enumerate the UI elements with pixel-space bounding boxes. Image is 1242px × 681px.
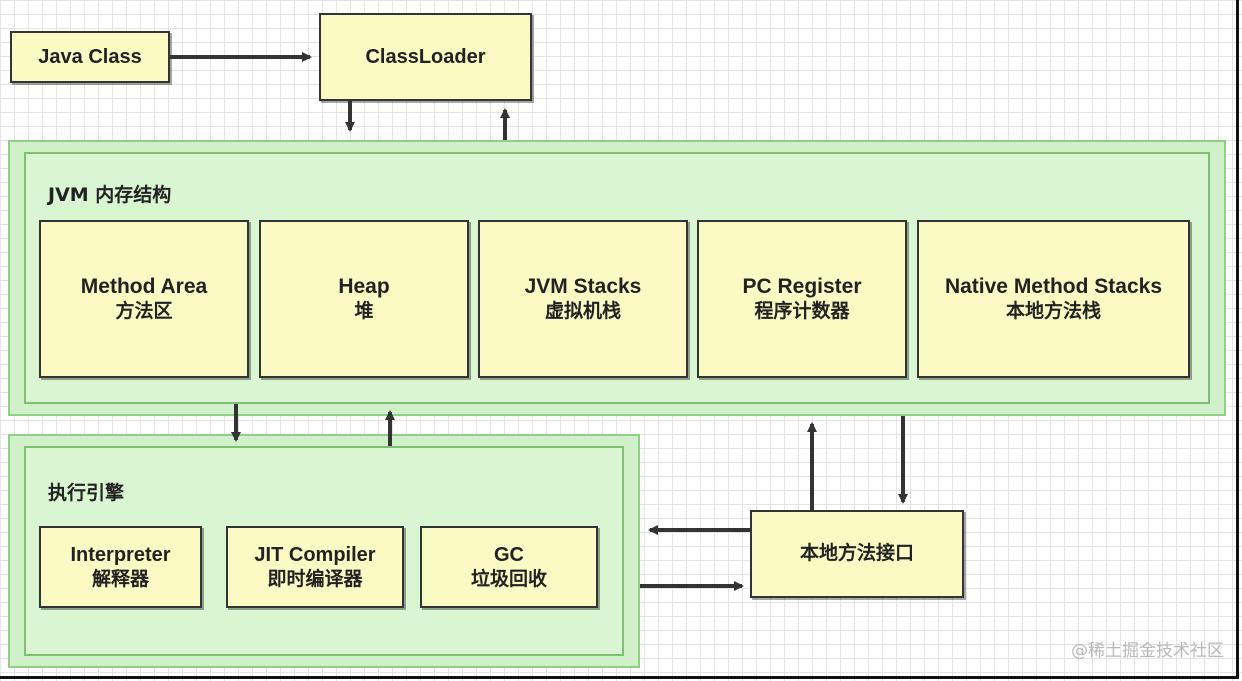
watermark: @稀土掘金技术社区 [1071, 641, 1224, 661]
interpreter-zh: 解释器 [91, 567, 149, 590]
gc-zh: 垃圾回收 [470, 567, 547, 590]
heap-box: Heap 堆 [259, 220, 469, 378]
interpreter-label: Interpreter [70, 543, 171, 566]
method-area-box: Method Area 方法区 [39, 220, 249, 378]
java-class-box: Java Class [10, 31, 170, 83]
classloader-box: ClassLoader [319, 13, 532, 101]
gc-label: GC [494, 543, 524, 566]
jvm-stacks-zh: 虚拟机栈 [544, 300, 621, 323]
native-interface-label: 本地方法接口 [799, 542, 914, 565]
jvm-stacks-label: JVM Stacks [524, 275, 642, 298]
jvm-memory-title: JVM 内存结构 [48, 184, 172, 206]
method-area-label: Method Area [80, 275, 208, 298]
execution-engine-title: 执行引擎 [48, 482, 125, 504]
heap-label: Heap [338, 275, 390, 298]
native-method-stacks-box: Native Method Stacks 本地方法栈 [917, 220, 1190, 378]
pc-register-label: PC Register [742, 275, 862, 298]
native-method-stacks-zh: 本地方法栈 [1005, 300, 1101, 323]
java-class-label: Java Class [38, 45, 142, 68]
native-interface-box: 本地方法接口 [750, 510, 964, 598]
classloader-label: ClassLoader [365, 45, 486, 68]
native-method-stacks-label: Native Method Stacks [944, 275, 1163, 298]
jit-compiler-zh: 即时编译器 [267, 567, 363, 590]
jit-compiler-label: JIT Compiler [254, 543, 376, 566]
jvm-stacks-box: JVM Stacks 虚拟机栈 [478, 220, 688, 378]
method-area-zh: 方法区 [115, 300, 173, 323]
heap-zh: 堆 [354, 300, 374, 323]
pc-register-box: PC Register 程序计数器 [697, 220, 907, 378]
gc-box: GC 垃圾回收 [420, 526, 598, 608]
pc-register-zh: 程序计数器 [754, 300, 850, 323]
jit-compiler-box: JIT Compiler 即时编译器 [226, 526, 404, 608]
interpreter-box: Interpreter 解释器 [39, 526, 202, 608]
